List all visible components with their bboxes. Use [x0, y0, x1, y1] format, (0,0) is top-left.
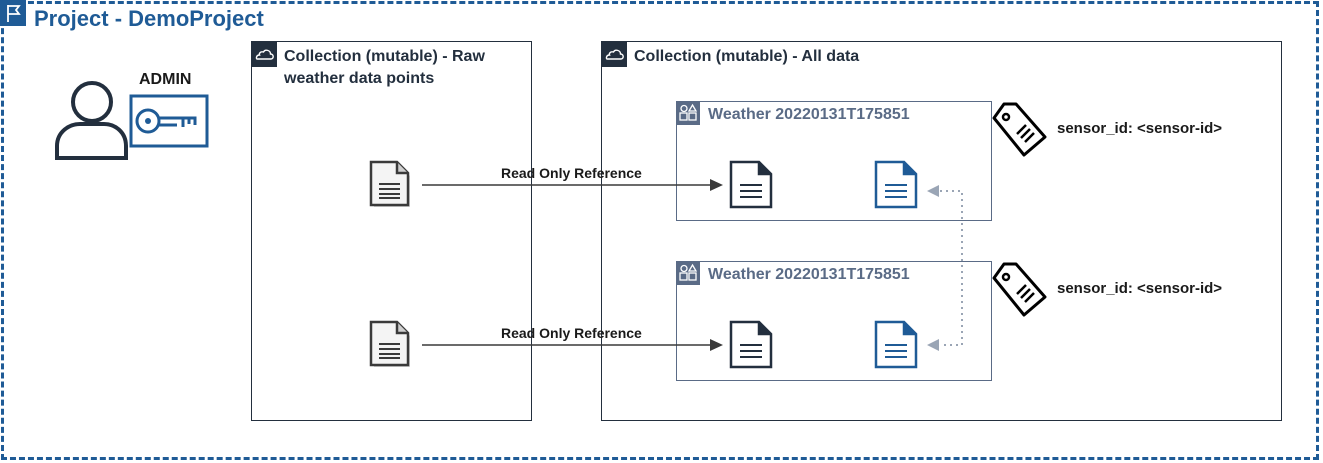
reference-label: Read Only Reference [501, 325, 642, 341]
dataset-weather-1-title: Weather 20220131T175851 [708, 106, 910, 123]
admin-label: ADMIN [139, 71, 192, 88]
reference-arrow [422, 339, 723, 351]
document-icon[interactable] [729, 320, 775, 370]
dataset-weather-2-title: Weather 20220131T175851 [708, 266, 910, 283]
tag-icon [992, 102, 1047, 157]
document-icon[interactable] [369, 160, 415, 210]
dataset-weather-1 [676, 101, 992, 221]
dataset-icon [676, 101, 700, 125]
collection-raw-weather [251, 41, 532, 421]
document-icon[interactable] [874, 160, 920, 210]
user-icon [55, 81, 128, 160]
collection-all-data [601, 41, 1282, 421]
tag-icon [992, 262, 1047, 317]
cloud-icon [601, 41, 627, 67]
document-icon[interactable] [729, 160, 775, 210]
dataset-weather-2 [676, 261, 992, 381]
document-icon[interactable] [874, 320, 920, 370]
cloud-icon [251, 41, 277, 67]
key-icon [129, 94, 209, 148]
reference-arrow [422, 179, 723, 191]
flag-icon [0, 0, 26, 26]
document-icon[interactable] [369, 320, 415, 370]
metadata-link [927, 185, 963, 351]
project-title: Project - DemoProject [34, 6, 264, 31]
tag-label-sensor-id: sensor_id: <sensor-id> [1057, 120, 1223, 137]
dataset-icon [676, 261, 700, 285]
reference-label: Read Only Reference [501, 165, 642, 181]
collection-raw-weather-title: Collection (mutable) - Raw weather data … [284, 48, 485, 87]
collection-all-data-title: Collection (mutable) - All data [634, 48, 860, 65]
tag-label-sensor-id: sensor_id: <sensor-id> [1057, 280, 1223, 297]
